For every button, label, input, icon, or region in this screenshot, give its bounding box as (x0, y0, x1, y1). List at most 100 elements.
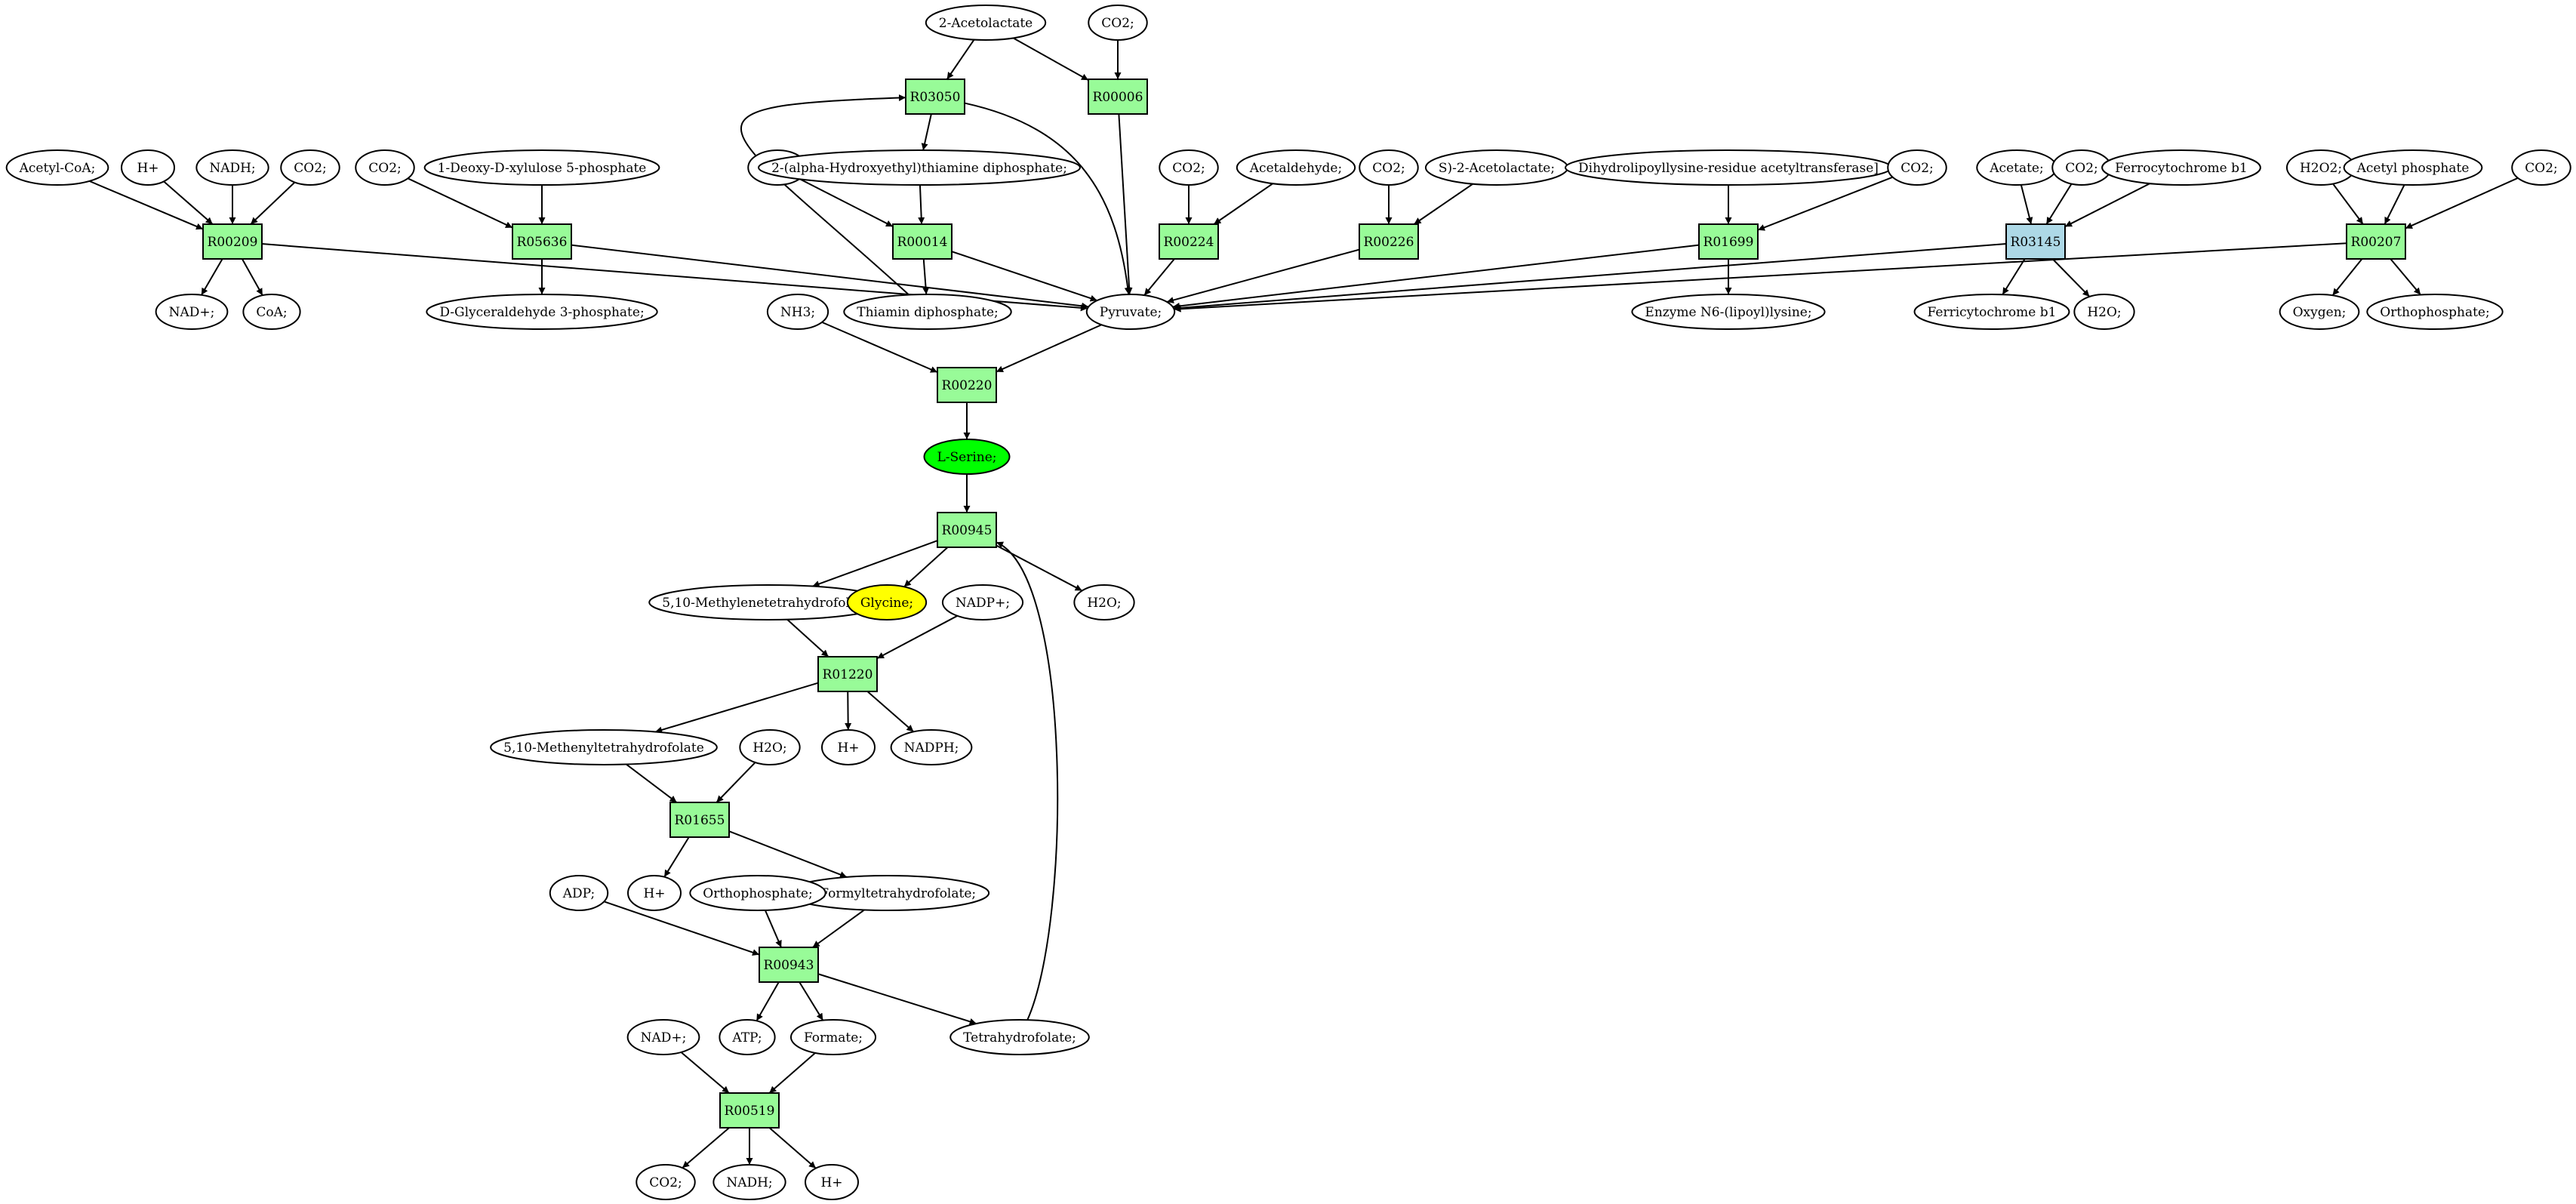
edge-R01220-to-methenyl_thf (654, 682, 819, 734)
compound-ellipse (712, 1164, 786, 1200)
node-label: R00014 (897, 235, 948, 250)
compound-ellipse (423, 149, 660, 186)
reaction-box (202, 223, 263, 260)
edge-ferrocyt-to-R03145 (2064, 183, 2150, 228)
compound-node-h-h_1655: H+ (627, 875, 682, 911)
node-label: CO2; (1172, 161, 1205, 176)
reaction-node-r00224-r00224: R00224 (1159, 223, 1219, 260)
node-label: CO2; (2525, 161, 2558, 176)
edge-R00519-to-h_519 (768, 1127, 817, 1169)
node-label: H+ (820, 1175, 842, 1190)
compound-node-oxygen-oxygen: Oxygen; (2279, 294, 2360, 330)
compound-ellipse (719, 1019, 776, 1055)
reaction-box (669, 802, 730, 838)
compound-ellipse (5, 149, 109, 186)
compound-ellipse (426, 294, 658, 330)
edge-R00519-to-co2_519 (682, 1127, 730, 1169)
compound-node-ferricytochrome-b1-ferricyt: Ferricytochrome b1 (1913, 294, 2070, 330)
node-label: R03050 (910, 90, 961, 105)
edge-R00943-to-atp (756, 981, 780, 1021)
node-label: R00945 (942, 523, 993, 538)
reaction-box (817, 656, 878, 692)
compound-node-formate-formate: Formate; (789, 1019, 877, 1055)
node-label: R00224 (1164, 235, 1214, 250)
reaction-box (1698, 223, 1759, 260)
compound-node-co2-co2_5636: CO2; (355, 149, 415, 186)
compound-node-l-serine-lserine: L-Serine; (923, 439, 1011, 475)
compound-node-5-10-methylenetetrahydrofolate-methylene_thf: 5,10-Methylenetetrahydrofolate; (648, 584, 888, 620)
compound-node-d-glyceraldehyde-3-phosphate-g3p: D-Glyceraldehyde 3-phosphate; (426, 294, 658, 330)
compound-ellipse (1159, 149, 1219, 186)
compound-node-h2o-h2o_3145: H2O; (2073, 294, 2135, 330)
reaction-box (937, 512, 997, 548)
edge-R00209-to-coa (241, 258, 263, 296)
compound-node-acetyl-phosphate-acetylphos: Acetyl phosphate (2343, 149, 2483, 186)
node-label: Glycine; (860, 596, 913, 611)
edge-h_209-to-R00209 (163, 180, 214, 225)
compound-ellipse (636, 1164, 696, 1200)
node-label: 1-Deoxy-D-xylulose 5-phosphate (438, 161, 647, 176)
reaction-box (905, 79, 965, 115)
node-label: CO2; (649, 1175, 682, 1190)
edge-methenyl_thf-to-R01655 (626, 763, 678, 803)
compound-node-2-alpha-hydroxyethyl-thiamine-diphosphate-hetpp: 2-(alpha-Hydroxyethyl)thiamine diphospha… (758, 149, 1081, 186)
edge-R00943-to-thf (817, 973, 977, 1025)
edge-acetolactate2-to-R03050 (946, 38, 975, 80)
node-label: D-Glyceraldehyde 3-phosphate; (439, 305, 644, 320)
edge-hetpp-to-R00014 (918, 184, 925, 225)
node-label: R00220 (942, 378, 993, 393)
node-label: Enzyme N6-(lipoyl)lysine; (1645, 305, 1811, 320)
reaction-node-r00014-r00014: R00014 (892, 223, 953, 260)
edge-R03145-to-h2o_3145 (2051, 258, 2091, 297)
compound-node-orthophosphate-orthophos_207: Orthophosphate; (2366, 294, 2504, 330)
compound-ellipse (1085, 294, 1176, 330)
compound-node-pyruvate-pyruvate: Pyruvate; (1085, 294, 1176, 330)
compound-ellipse (821, 729, 876, 765)
reaction-node-r03145-r03145: R03145 (2005, 223, 2066, 260)
node-label: Orthophosphate; (703, 886, 812, 901)
compound-node-s-2-acetolactate-s_acetolactate: S)-2-Acetolactate; (1424, 149, 1569, 186)
edge-co2_1699-to-R01699 (1757, 176, 1894, 231)
reaction-node-r00519-r00519: R00519 (719, 1092, 780, 1129)
compound-ellipse (949, 1019, 1090, 1055)
node-label: H2O2; (2300, 161, 2342, 176)
node-label: NADH; (209, 161, 255, 176)
node-label: H2O; (2087, 305, 2121, 320)
node-label: H+ (643, 886, 665, 901)
node-label: CO2; (1900, 161, 1934, 176)
compound-ellipse (2343, 149, 2483, 186)
compound-node-coa-coa: CoA; (242, 294, 301, 330)
compound-node-glycine-glycine: Glycine; (846, 584, 928, 620)
node-label: Tetrahydrofolate; (963, 1030, 1076, 1045)
compound-ellipse (355, 149, 415, 186)
compound-node-nadh-nadh_209: NADH; (195, 149, 269, 186)
reaction-box (759, 947, 819, 983)
node-label: CO2; (294, 161, 327, 176)
compound-ellipse (627, 875, 682, 911)
edge-adp-to-R00943 (603, 901, 760, 956)
edge-R00207-to-oxygen (2331, 258, 2363, 296)
edge-acetylcoa-to-R00209 (88, 180, 204, 230)
reaction-node-r00209-r00209: R00209 (202, 223, 263, 260)
edge-R00945-to-methylene_thf (812, 540, 938, 587)
compound-ellipse (2073, 294, 2135, 330)
edge-h2o2-to-R00207 (2332, 183, 2364, 225)
compound-node-co2-co2_1699: CO2; (1887, 149, 1947, 186)
node-label: Dihydrolipoyllysine-residue acetyltransf… (1578, 161, 1879, 176)
reaction-box (2346, 223, 2406, 260)
reaction-node-r00945-r00945: R00945 (937, 512, 997, 548)
node-label: R00519 (725, 1104, 775, 1119)
compound-ellipse (923, 439, 1011, 475)
compound-node-nadh-nadh_519: NADH; (712, 1164, 786, 1200)
compound-node-adp-adp: ADP; (549, 875, 609, 911)
edge-R00226-to-pyruvate (1166, 248, 1360, 303)
compound-node-nad-nad_209: NAD+; (155, 294, 229, 330)
node-label: R05636 (517, 235, 568, 250)
compound-ellipse (739, 729, 801, 765)
edge-R00006-to-pyruvate (1118, 113, 1133, 295)
compound-node-5-10-methenyltetrahydrofolate-methenyl_thf: 5,10-Methenyltetrahydrofolate (490, 729, 718, 765)
node-label: NADH; (726, 1175, 772, 1190)
reaction-node-r00006-r00006: R00006 (1088, 79, 1148, 115)
compound-ellipse (242, 294, 301, 330)
node-label: Acetate; (1989, 161, 2043, 176)
